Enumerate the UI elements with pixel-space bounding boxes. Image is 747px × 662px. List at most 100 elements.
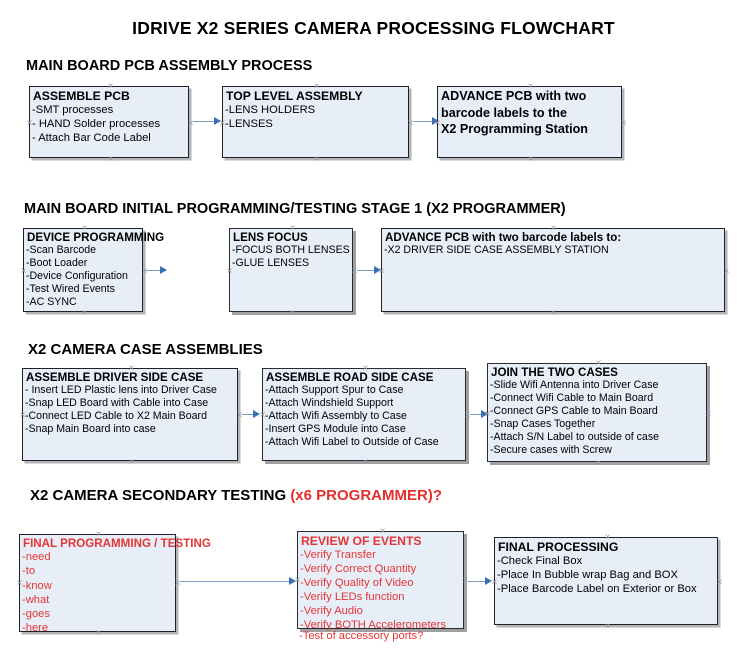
handle-right-icon[interactable] (704, 410, 713, 419)
node-title: ASSEMBLE ROAD SIDE CASE (266, 371, 434, 384)
node-line: - HAND Solder processes (32, 118, 161, 131)
node-assemble-driver-side-case[interactable]: ASSEMBLE DRIVER SIDE CASE - Insert LED P… (22, 368, 238, 461)
node-advance-pcb-driver-station[interactable]: ADVANCE PCB with two barcode labels to: … (381, 228, 725, 312)
arrowhead-icon (485, 577, 492, 585)
handle-right-icon[interactable] (140, 267, 149, 276)
connector-top-level-to-advance (413, 121, 435, 122)
node-line: -know (22, 579, 52, 592)
section-heading-text: MAIN BOARD PCB ASSEMBLY PROCESS (26, 58, 313, 74)
handle-right-icon[interactable] (463, 411, 472, 420)
node-lens-focus[interactable]: LENS FOCUS -FOCUS BOTH LENSES -GLUE LENS… (229, 228, 353, 312)
node-line: -Verify LEDs function (300, 591, 405, 604)
node-line: -Verify Audio (300, 605, 363, 618)
node-title: REVIEW OF EVENTS (301, 534, 422, 548)
connector-road-to-join (470, 414, 484, 415)
node-line: -Check Final Box (497, 555, 583, 568)
handle-left-icon[interactable] (433, 119, 442, 128)
node-line: -Connect Wifi Cable to Main Board (490, 392, 654, 405)
handle-bottom-icon[interactable] (603, 622, 612, 631)
connector-review-to-final-processing (468, 581, 488, 582)
node-line: -Verify BOTH Accelerometers (300, 619, 447, 632)
handle-top-icon[interactable] (526, 82, 535, 91)
connector-final-prog-to-review (180, 581, 292, 582)
handle-top-icon[interactable] (94, 530, 103, 539)
handle-right-icon[interactable] (715, 578, 724, 587)
node-line: -Secure cases with Screw (490, 444, 612, 457)
handle-right-icon[interactable] (350, 267, 359, 276)
handle-left-icon[interactable] (25, 119, 34, 128)
node-review-of-events[interactable]: REVIEW OF EVENTS -Verify Transfer -Verif… (297, 531, 464, 632)
handle-right-icon[interactable] (722, 267, 731, 276)
node-advance-pcb-programming-station[interactable]: ADVANCE PCB with two barcode labels to t… (437, 86, 622, 158)
handle-top-icon[interactable] (127, 364, 136, 373)
section-heading-text: X2 CAMERA SECONDARY TESTING (30, 487, 291, 504)
handle-bottom-icon[interactable] (106, 155, 115, 164)
handle-right-icon[interactable] (619, 119, 628, 128)
handle-top-icon[interactable] (80, 224, 89, 233)
arrowhead-icon (160, 266, 167, 274)
handle-left-icon[interactable] (19, 267, 28, 276)
handle-left-icon[interactable] (483, 410, 492, 419)
node-device-programming[interactable]: DEVICE PROGRAMMING -Scan Barcode -Boot L… (23, 228, 164, 312)
handle-left-icon[interactable] (293, 576, 302, 585)
handle-bottom-icon[interactable] (312, 155, 321, 164)
node-line: -SMT processes (32, 104, 114, 117)
handle-top-icon[interactable] (594, 359, 603, 368)
handle-bottom-icon[interactable] (594, 459, 603, 468)
handle-left-icon[interactable] (377, 267, 386, 276)
connector-lens-to-advance (357, 270, 377, 271)
handle-bottom-icon[interactable] (94, 629, 103, 638)
node-line: -Slide Wifi Antenna into Driver Case (490, 379, 659, 392)
handle-top-icon[interactable] (288, 224, 297, 233)
section-heading-case-assemblies: X2 CAMERA CASE ASSEMBLIES (28, 341, 263, 358)
node-line: -Connect GPS Cable to Main Board (490, 405, 658, 418)
handle-left-icon[interactable] (18, 411, 27, 420)
node-title: ADVANCE PCB with two (441, 89, 587, 103)
node-line: -Scan Barcode (26, 244, 97, 257)
node-line: -Attach S/N Label to outside of case (490, 431, 660, 444)
handle-left-icon[interactable] (15, 579, 24, 588)
node-assemble-pcb[interactable]: ASSEMBLE PCB -SMT processes - HAND Solde… (29, 86, 189, 158)
handle-bottom-icon[interactable] (549, 309, 558, 318)
node-join-the-two-cases[interactable]: JOIN THE TWO CASES -Slide Wifi Antenna i… (487, 363, 707, 462)
node-line: - Insert LED Plastic lens into Driver Ca… (25, 384, 217, 397)
node-line: -Attach Support Spur to Case (265, 384, 404, 397)
handle-top-icon[interactable] (378, 527, 387, 536)
handle-right-icon[interactable] (235, 411, 244, 420)
node-line: -what (22, 593, 50, 606)
node-title: ASSEMBLE PCB (33, 89, 130, 103)
node-assemble-road-side-case[interactable]: ASSEMBLE ROAD SIDE CASE -Attach Support … (262, 368, 466, 461)
handle-bottom-icon[interactable] (288, 309, 297, 318)
node-line: -X2 DRIVER SIDE CASE ASSEMBLY STATION (384, 244, 609, 257)
node-title: FINAL PROCESSING (498, 540, 619, 554)
node-line: -Verify Quality of Video (300, 577, 414, 590)
node-line: -Snap Main Board into case (25, 423, 156, 436)
node-line: -Attach Wifi Label to Outside of Case (265, 436, 439, 449)
handle-bottom-icon[interactable] (526, 155, 535, 164)
node-top-level-assembly[interactable]: TOP LEVEL ASSEMBLY -LENS HOLDERS -LENSES (222, 86, 409, 158)
handle-left-icon[interactable] (490, 578, 499, 587)
handle-bottom-icon[interactable] (361, 458, 370, 467)
handle-top-icon[interactable] (603, 533, 612, 542)
node-line: -Boot Loader (26, 257, 88, 270)
section-heading-secondary-testing: X2 CAMERA SECONDARY TESTING (x6 PROGRAMM… (30, 487, 442, 504)
handle-left-icon[interactable] (258, 411, 267, 420)
node-line: -Verify Transfer (300, 549, 376, 562)
node-final-programming-testing[interactable]: FINAL PROGRAMMING / TESTING -need -to -k… (19, 534, 211, 634)
handle-top-icon[interactable] (106, 82, 115, 91)
node-final-processing[interactable]: FINAL PROCESSING -Check Final Box -Place… (494, 537, 718, 625)
node-line: -Attach Wifi Assembly to Case (265, 410, 407, 423)
handle-top-icon[interactable] (361, 364, 370, 373)
section-heading-red-text: (x6 PROGRAMMER)? (290, 487, 442, 504)
handle-bottom-icon[interactable] (127, 458, 136, 467)
handle-top-icon[interactable] (549, 224, 558, 233)
node-line: -FOCUS BOTH LENSES (232, 244, 350, 257)
node-line: -Place Barcode Label on Exterior or Box (497, 583, 697, 596)
node-title: ADVANCE PCB with two barcode labels to: (385, 231, 622, 244)
handle-bottom-icon[interactable] (80, 309, 89, 318)
handle-left-icon[interactable] (218, 119, 227, 128)
handle-left-icon[interactable] (225, 267, 234, 276)
node-line: -LENSES (225, 118, 273, 131)
handle-top-icon[interactable] (312, 82, 321, 91)
